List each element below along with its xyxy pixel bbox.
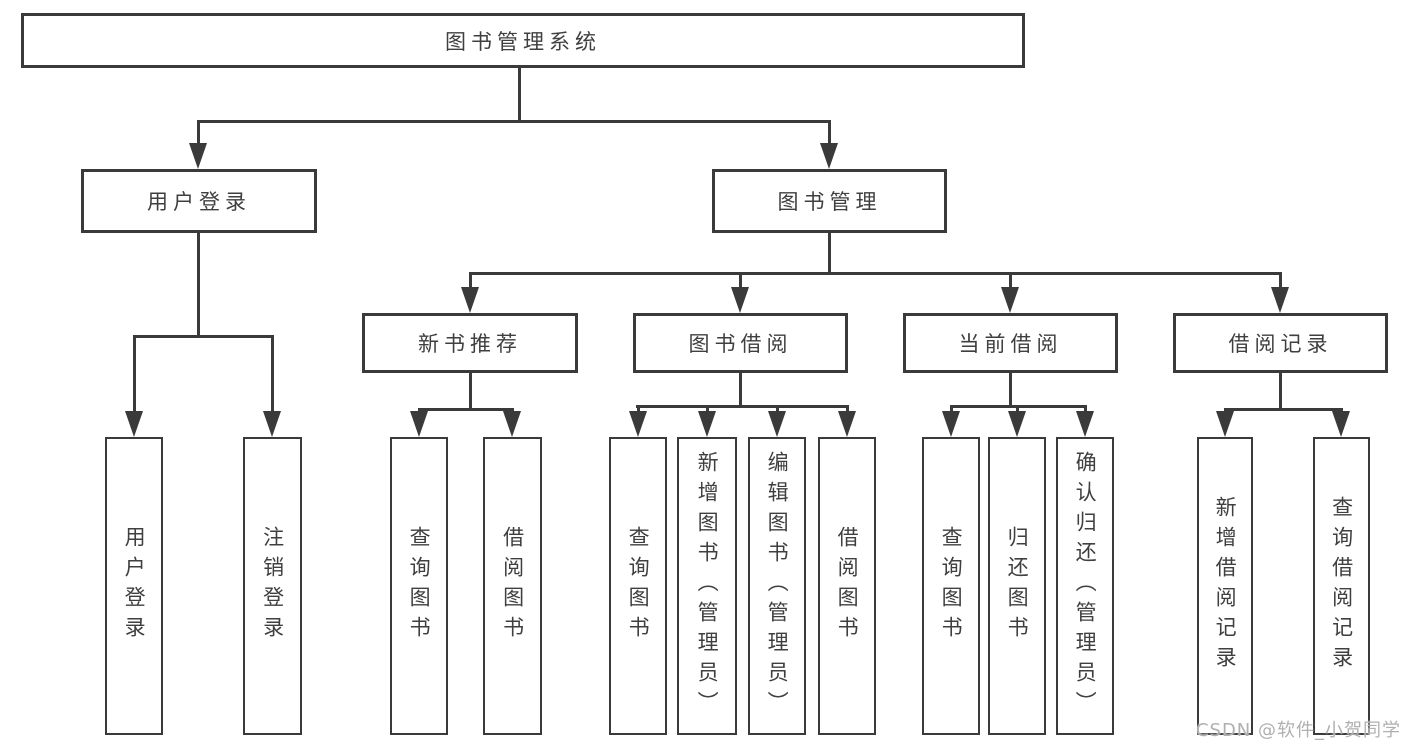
node-label: 查询图书 xyxy=(626,526,651,646)
connector-line xyxy=(738,272,742,289)
connector-line xyxy=(705,405,709,413)
node-label: 编辑图书（管理员） xyxy=(765,451,790,721)
node-label: 图书管理 xyxy=(777,190,882,214)
node-label: 当前借阅 xyxy=(958,332,1063,356)
connector-line xyxy=(738,373,742,408)
connector-line xyxy=(198,120,831,123)
node-label: 图书借阅 xyxy=(688,332,793,356)
connector-line xyxy=(950,405,1087,408)
arrowhead-icon xyxy=(189,143,207,169)
node-current-borrowing: 当前借阅 xyxy=(903,313,1118,373)
connector-line xyxy=(510,408,514,413)
node-book-management: 图书管理 xyxy=(712,169,947,233)
node-label: 查询图书 xyxy=(939,526,964,646)
leaf-confirm-return-admin: 确认归还（管理员） xyxy=(1056,437,1114,735)
connector-line xyxy=(132,335,136,413)
arrowhead-icon xyxy=(942,411,960,437)
connector-line xyxy=(827,120,831,145)
node-label: 查询图书 xyxy=(407,526,432,646)
arrowhead-icon xyxy=(820,143,838,169)
node-label: 新书推荐 xyxy=(418,332,522,356)
node-label: 查询借阅记录 xyxy=(1329,496,1354,676)
leaf-borrow-books-recommend: 借阅图书 xyxy=(483,437,542,735)
node-label: 用户登录 xyxy=(147,190,251,214)
node-library-management-system: 图书管理系统 xyxy=(21,13,1025,68)
node-user-login: 用户登录 xyxy=(81,169,317,233)
arrowhead-icon xyxy=(1271,287,1289,313)
arrowhead-icon xyxy=(503,411,521,437)
arrowhead-icon xyxy=(461,287,479,313)
arrowhead-icon xyxy=(838,411,856,437)
connector-line xyxy=(270,335,274,413)
node-label: 用户登录 xyxy=(122,526,147,646)
leaf-borrow-books-borrowing: 借阅图书 xyxy=(818,437,876,735)
connector-line xyxy=(517,68,521,123)
connector-line xyxy=(827,233,831,275)
connector-line xyxy=(1278,373,1282,411)
connector-line xyxy=(1223,408,1227,413)
node-label: 注销登录 xyxy=(260,526,285,646)
node-label: 借阅图书 xyxy=(500,526,525,646)
connector-line xyxy=(418,408,514,411)
leaf-logout: 注销登录 xyxy=(243,437,302,735)
arrowhead-icon xyxy=(125,411,143,437)
connector-line xyxy=(1339,408,1343,413)
csdn-watermark: CSDN @软件_小贺同学 xyxy=(1195,720,1401,741)
arrowhead-icon xyxy=(1076,411,1094,437)
node-label: 确认归还（管理员） xyxy=(1073,451,1098,721)
connector-line xyxy=(468,373,472,411)
node-label: 借阅图书 xyxy=(835,526,860,646)
connector-line xyxy=(196,233,200,338)
arrowhead-icon xyxy=(1008,411,1026,437)
arrowhead-icon xyxy=(410,411,428,437)
arrowhead-icon xyxy=(731,287,749,313)
leaf-edit-book-admin: 编辑图书（管理员） xyxy=(748,437,806,735)
arrowhead-icon xyxy=(1332,411,1350,437)
leaf-user-login: 用户登录 xyxy=(105,437,163,735)
connector-line xyxy=(133,335,274,338)
connector-line xyxy=(1083,405,1087,413)
connector-line xyxy=(196,120,200,145)
arrowhead-icon xyxy=(263,411,281,437)
node-borrowing-records: 借阅记录 xyxy=(1173,313,1388,373)
connector-line xyxy=(845,405,849,413)
leaf-query-books-recommend: 查询图书 xyxy=(390,437,448,735)
node-label: 借阅记录 xyxy=(1228,332,1333,356)
leaf-query-borrow-record: 查询借阅记录 xyxy=(1313,437,1370,735)
connector-line xyxy=(1015,405,1019,413)
node-label: 归还图书 xyxy=(1005,526,1030,646)
node-book-borrowing: 图书借阅 xyxy=(633,313,848,373)
connector-line xyxy=(1008,373,1012,408)
leaf-query-books-current: 查询图书 xyxy=(922,437,980,735)
node-label: 图书管理系统 xyxy=(445,29,601,54)
arrowhead-icon xyxy=(698,411,716,437)
node-label: 新增图书（管理员） xyxy=(695,451,720,721)
connector-line xyxy=(417,408,421,413)
node-new-book-recommendation: 新书推荐 xyxy=(362,313,578,373)
connector-line xyxy=(469,272,1282,275)
connector-line xyxy=(636,405,849,408)
connector-line xyxy=(1224,408,1343,411)
connector-line xyxy=(949,405,953,413)
arrowhead-icon xyxy=(1001,287,1019,313)
connector-line xyxy=(636,405,640,413)
connector-line xyxy=(1008,272,1012,289)
connector-line xyxy=(468,272,472,289)
leaf-return-book: 归还图书 xyxy=(988,437,1046,735)
connector-line xyxy=(1278,272,1282,289)
node-label: 新增借阅记录 xyxy=(1213,496,1238,676)
leaf-add-borrow-record: 新增借阅记录 xyxy=(1197,437,1253,735)
connector-line xyxy=(775,405,779,413)
arrowhead-icon xyxy=(629,411,647,437)
arrowhead-icon xyxy=(1216,411,1234,437)
leaf-query-books-borrowing: 查询图书 xyxy=(609,437,667,735)
arrowhead-icon xyxy=(768,411,786,437)
leaf-add-book-admin: 新增图书（管理员） xyxy=(677,437,737,735)
